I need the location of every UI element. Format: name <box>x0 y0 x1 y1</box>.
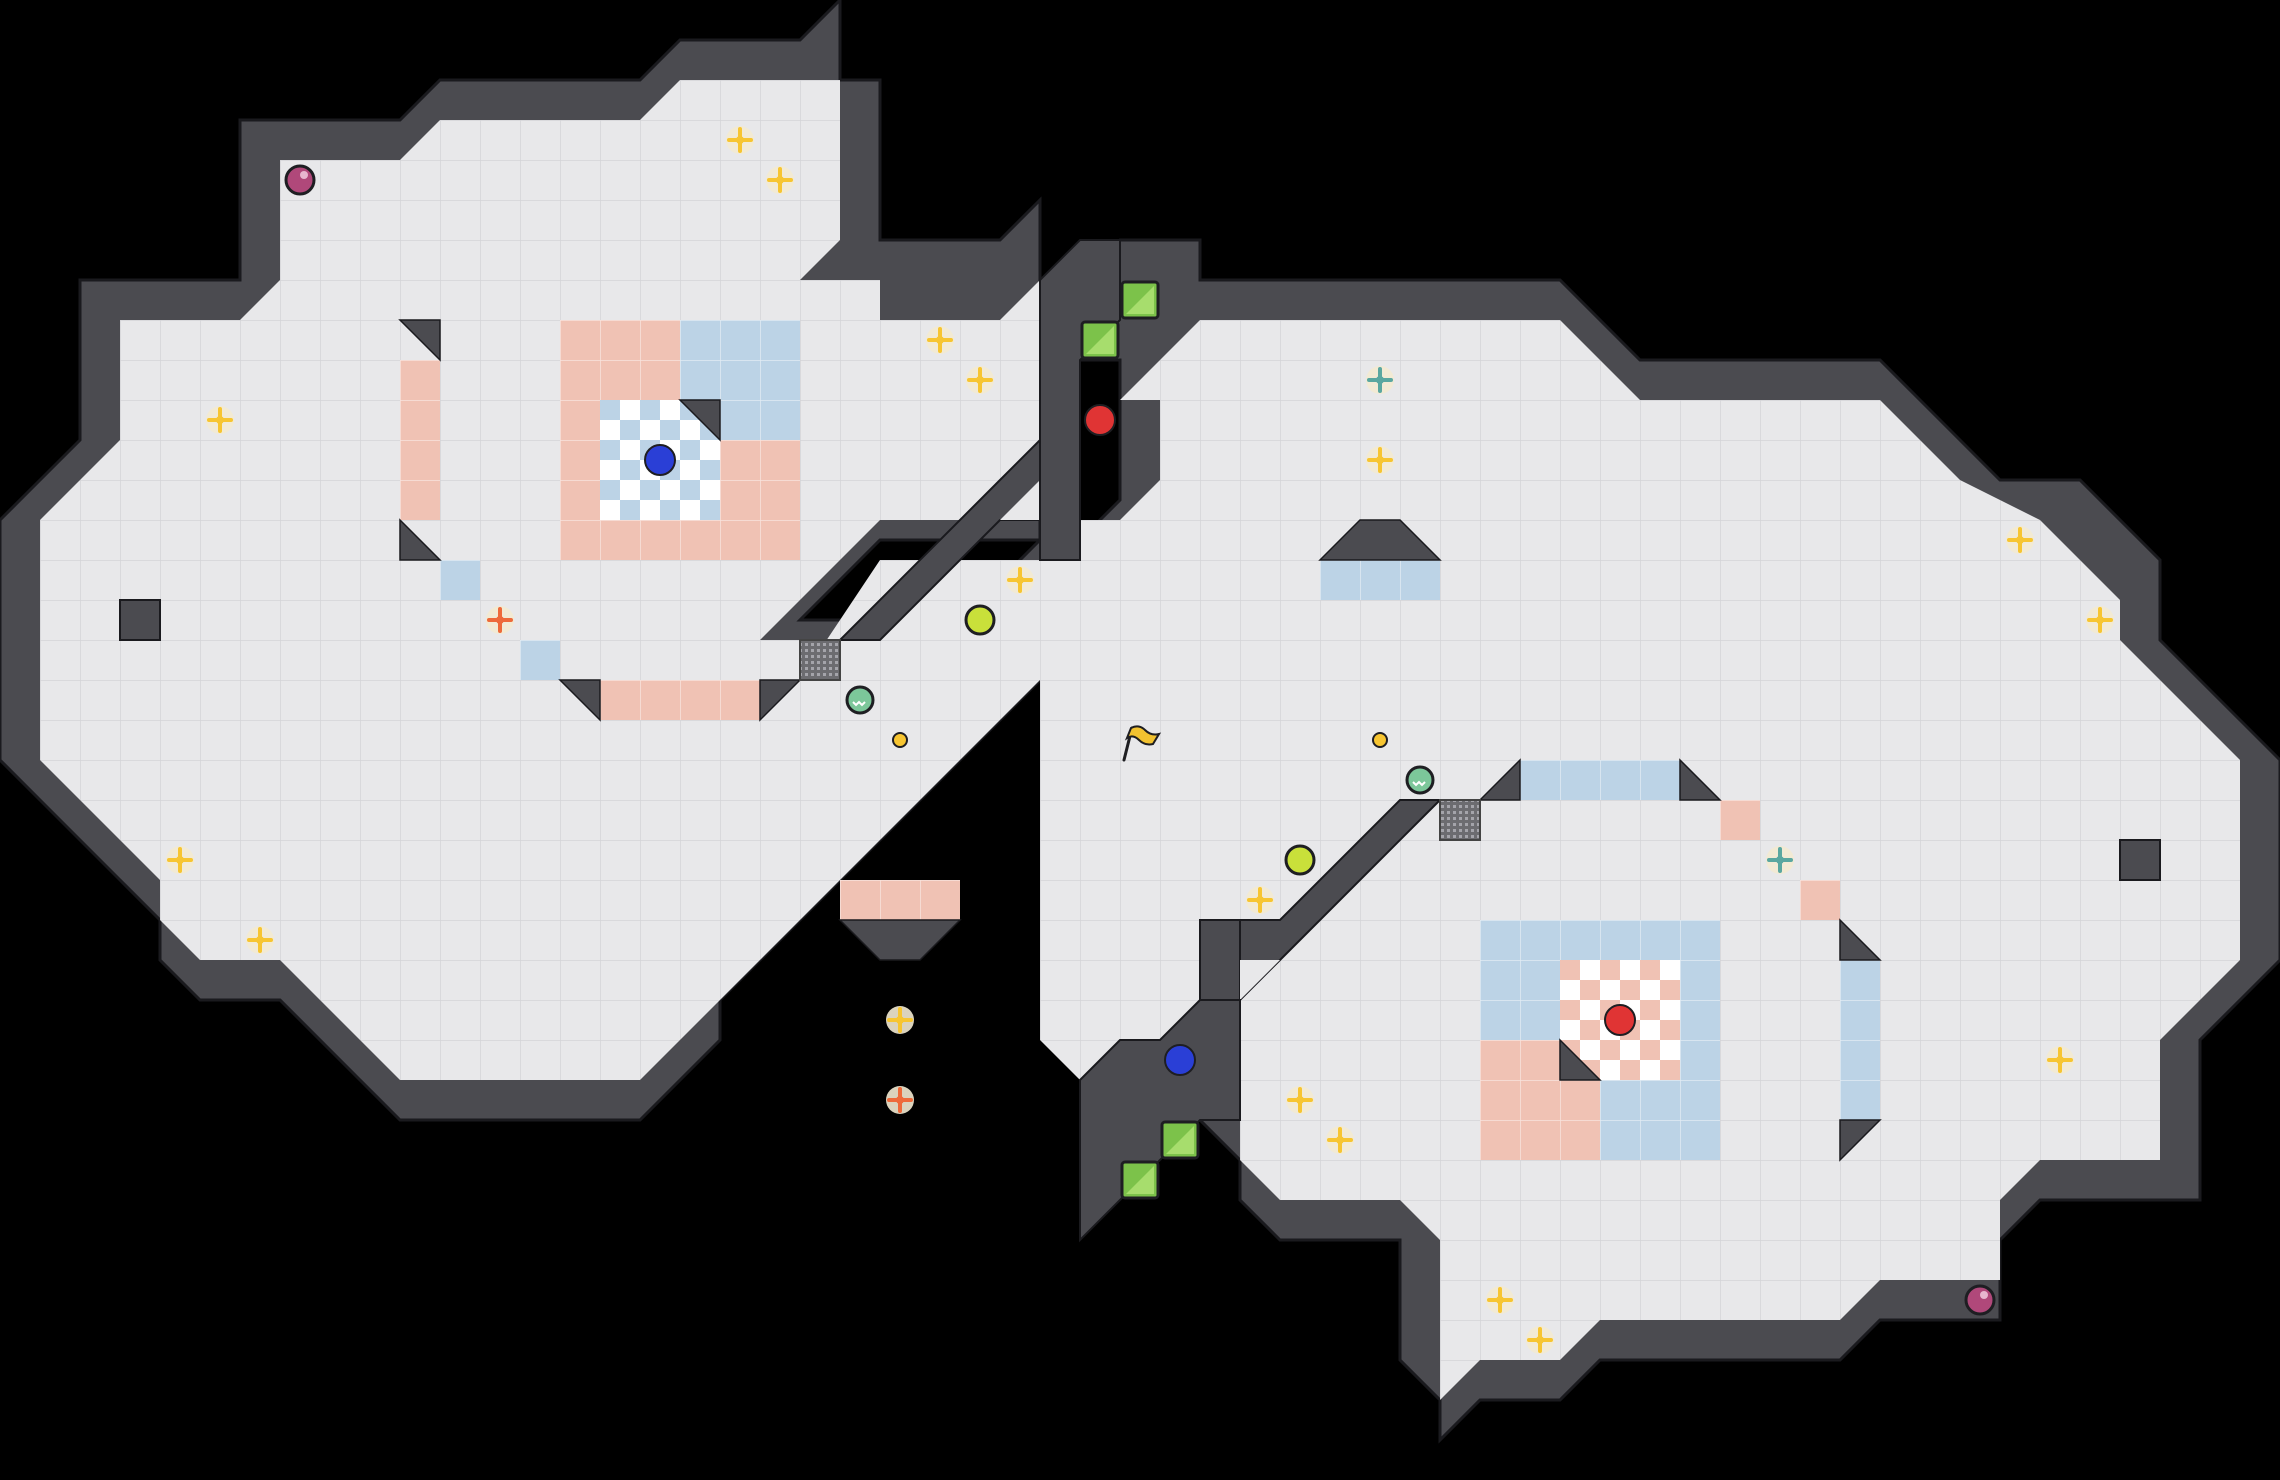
wedge-l1 <box>398 319 441 362</box>
boost-icon-7-core <box>176 856 184 864</box>
divider-notch-upper <box>1000 480 1040 520</box>
boost-icon-2-core <box>776 176 784 184</box>
blue-strip-right-grid <box>1840 960 1880 1120</box>
red-zone-bottom-grid <box>560 520 800 560</box>
boost-icon-14-core <box>1296 1096 1304 1104</box>
blue-zone-top-r-grid <box>1480 920 1720 960</box>
bomb-icon-2-shine <box>1980 1291 1988 1299</box>
boost-icon-6-core <box>1016 576 1024 584</box>
bomb-icon-2[interactable] <box>1964 1284 1996 1316</box>
blue-zone-left-r-grid <box>1480 960 1560 1040</box>
boost-icon-12-core <box>2096 616 2104 624</box>
wedge-l5 <box>759 679 802 722</box>
boost-icon-9-core <box>896 1016 904 1024</box>
gate-right[interactable] <box>1439 799 1481 841</box>
boost-icon-8-core <box>256 936 264 944</box>
bomb-icon-1-shine <box>300 171 308 179</box>
wall-block-right <box>2119 839 2161 881</box>
boost-icon-18-core <box>1536 1336 1544 1344</box>
token-1[interactable] <box>892 732 908 748</box>
boost-icon-red-1-core <box>496 616 504 624</box>
boost-icon-teal-2-core <box>1776 856 1784 864</box>
wedge-bottom-mid <box>838 919 962 961</box>
red-strip-left-grid <box>400 360 440 520</box>
boost-icon-16-core <box>2056 1056 2064 1064</box>
floor-center <box>800 520 1440 1080</box>
rolling-bomb-icon-1-mark <box>852 700 866 707</box>
red-strip-mid-grid <box>840 880 960 920</box>
wedge-r2 <box>1679 758 1722 801</box>
red-zone-right-grid <box>720 440 800 520</box>
blue-zone-top-grid <box>680 320 800 400</box>
wedge-l4 <box>558 679 601 722</box>
flag-icon[interactable] <box>1124 725 1162 746</box>
red-tile-right-a-grid <box>1720 800 1760 840</box>
boost-icon-11-core <box>2016 536 2024 544</box>
wedge-r3 <box>1559 1038 1602 1081</box>
blue-tile-left-b-grid <box>520 640 560 680</box>
blue-zone-bottom-r-grid <box>1600 1080 1720 1160</box>
boost-icon-10-core <box>1376 456 1384 464</box>
divider-notch-lower <box>1240 960 1280 1000</box>
portal-icon-upper-b-shine <box>1086 326 1114 354</box>
blue-strip-mid-grid <box>1320 560 1440 600</box>
neck-wall-lower <box>1079 999 1241 1243</box>
boost-icon-1-core <box>736 136 744 144</box>
rolling-bomb-icon-2[interactable] <box>1405 765 1435 795</box>
wall-block-left <box>119 599 161 641</box>
red-tile-right-b-grid <box>1800 880 1840 920</box>
wedge-l2 <box>399 518 442 561</box>
wedge-r1 <box>1478 758 1521 801</box>
rolling-bomb-icon-2-mark <box>1412 780 1426 787</box>
boost-icon-4-core <box>976 376 984 384</box>
red-strip-bottom-grid <box>600 680 760 720</box>
wedge-l3 <box>678 399 721 442</box>
boost-icon-15-core <box>1336 1136 1344 1144</box>
token-2[interactable] <box>1372 732 1388 748</box>
portal-icon-lower-a-shine <box>1166 1126 1194 1154</box>
blue-zone-right-top-grid <box>720 400 800 440</box>
blue-ball-2[interactable] <box>1164 1044 1196 1076</box>
bomb-icon-1[interactable] <box>284 164 316 196</box>
wedge-r4 <box>1839 918 1882 961</box>
powerup-icon-1[interactable] <box>964 604 996 636</box>
portal-icon-upper-a-shine <box>1126 286 1154 314</box>
wedge-top-mid <box>1318 519 1442 561</box>
red-zone-top-grid <box>560 320 680 400</box>
portal-icon-lower-b-shine <box>1126 1166 1154 1194</box>
boost-icon-13-core <box>1256 896 1264 904</box>
rolling-bomb-icon-1[interactable] <box>845 685 875 715</box>
boost-icon-red-2-core <box>896 1096 904 1104</box>
red-ball-2[interactable] <box>1604 1004 1636 1036</box>
blue-ball-1[interactable] <box>644 444 676 476</box>
boost-icon-teal-1-core <box>1376 376 1384 384</box>
boost-icon-5-core <box>216 416 224 424</box>
blue-strip-right-top-grid <box>1520 760 1680 800</box>
blue-tile-left-a-grid <box>440 560 480 600</box>
red-zone-left-grid <box>560 400 600 520</box>
boost-icon-17-core <box>1496 1296 1504 1304</box>
wedge-r5 <box>1839 1119 1882 1162</box>
boost-icon-3-core <box>936 336 944 344</box>
powerup-icon-2[interactable] <box>1284 844 1316 876</box>
gate-left[interactable] <box>799 639 841 681</box>
red-ball-1[interactable] <box>1084 404 1116 436</box>
